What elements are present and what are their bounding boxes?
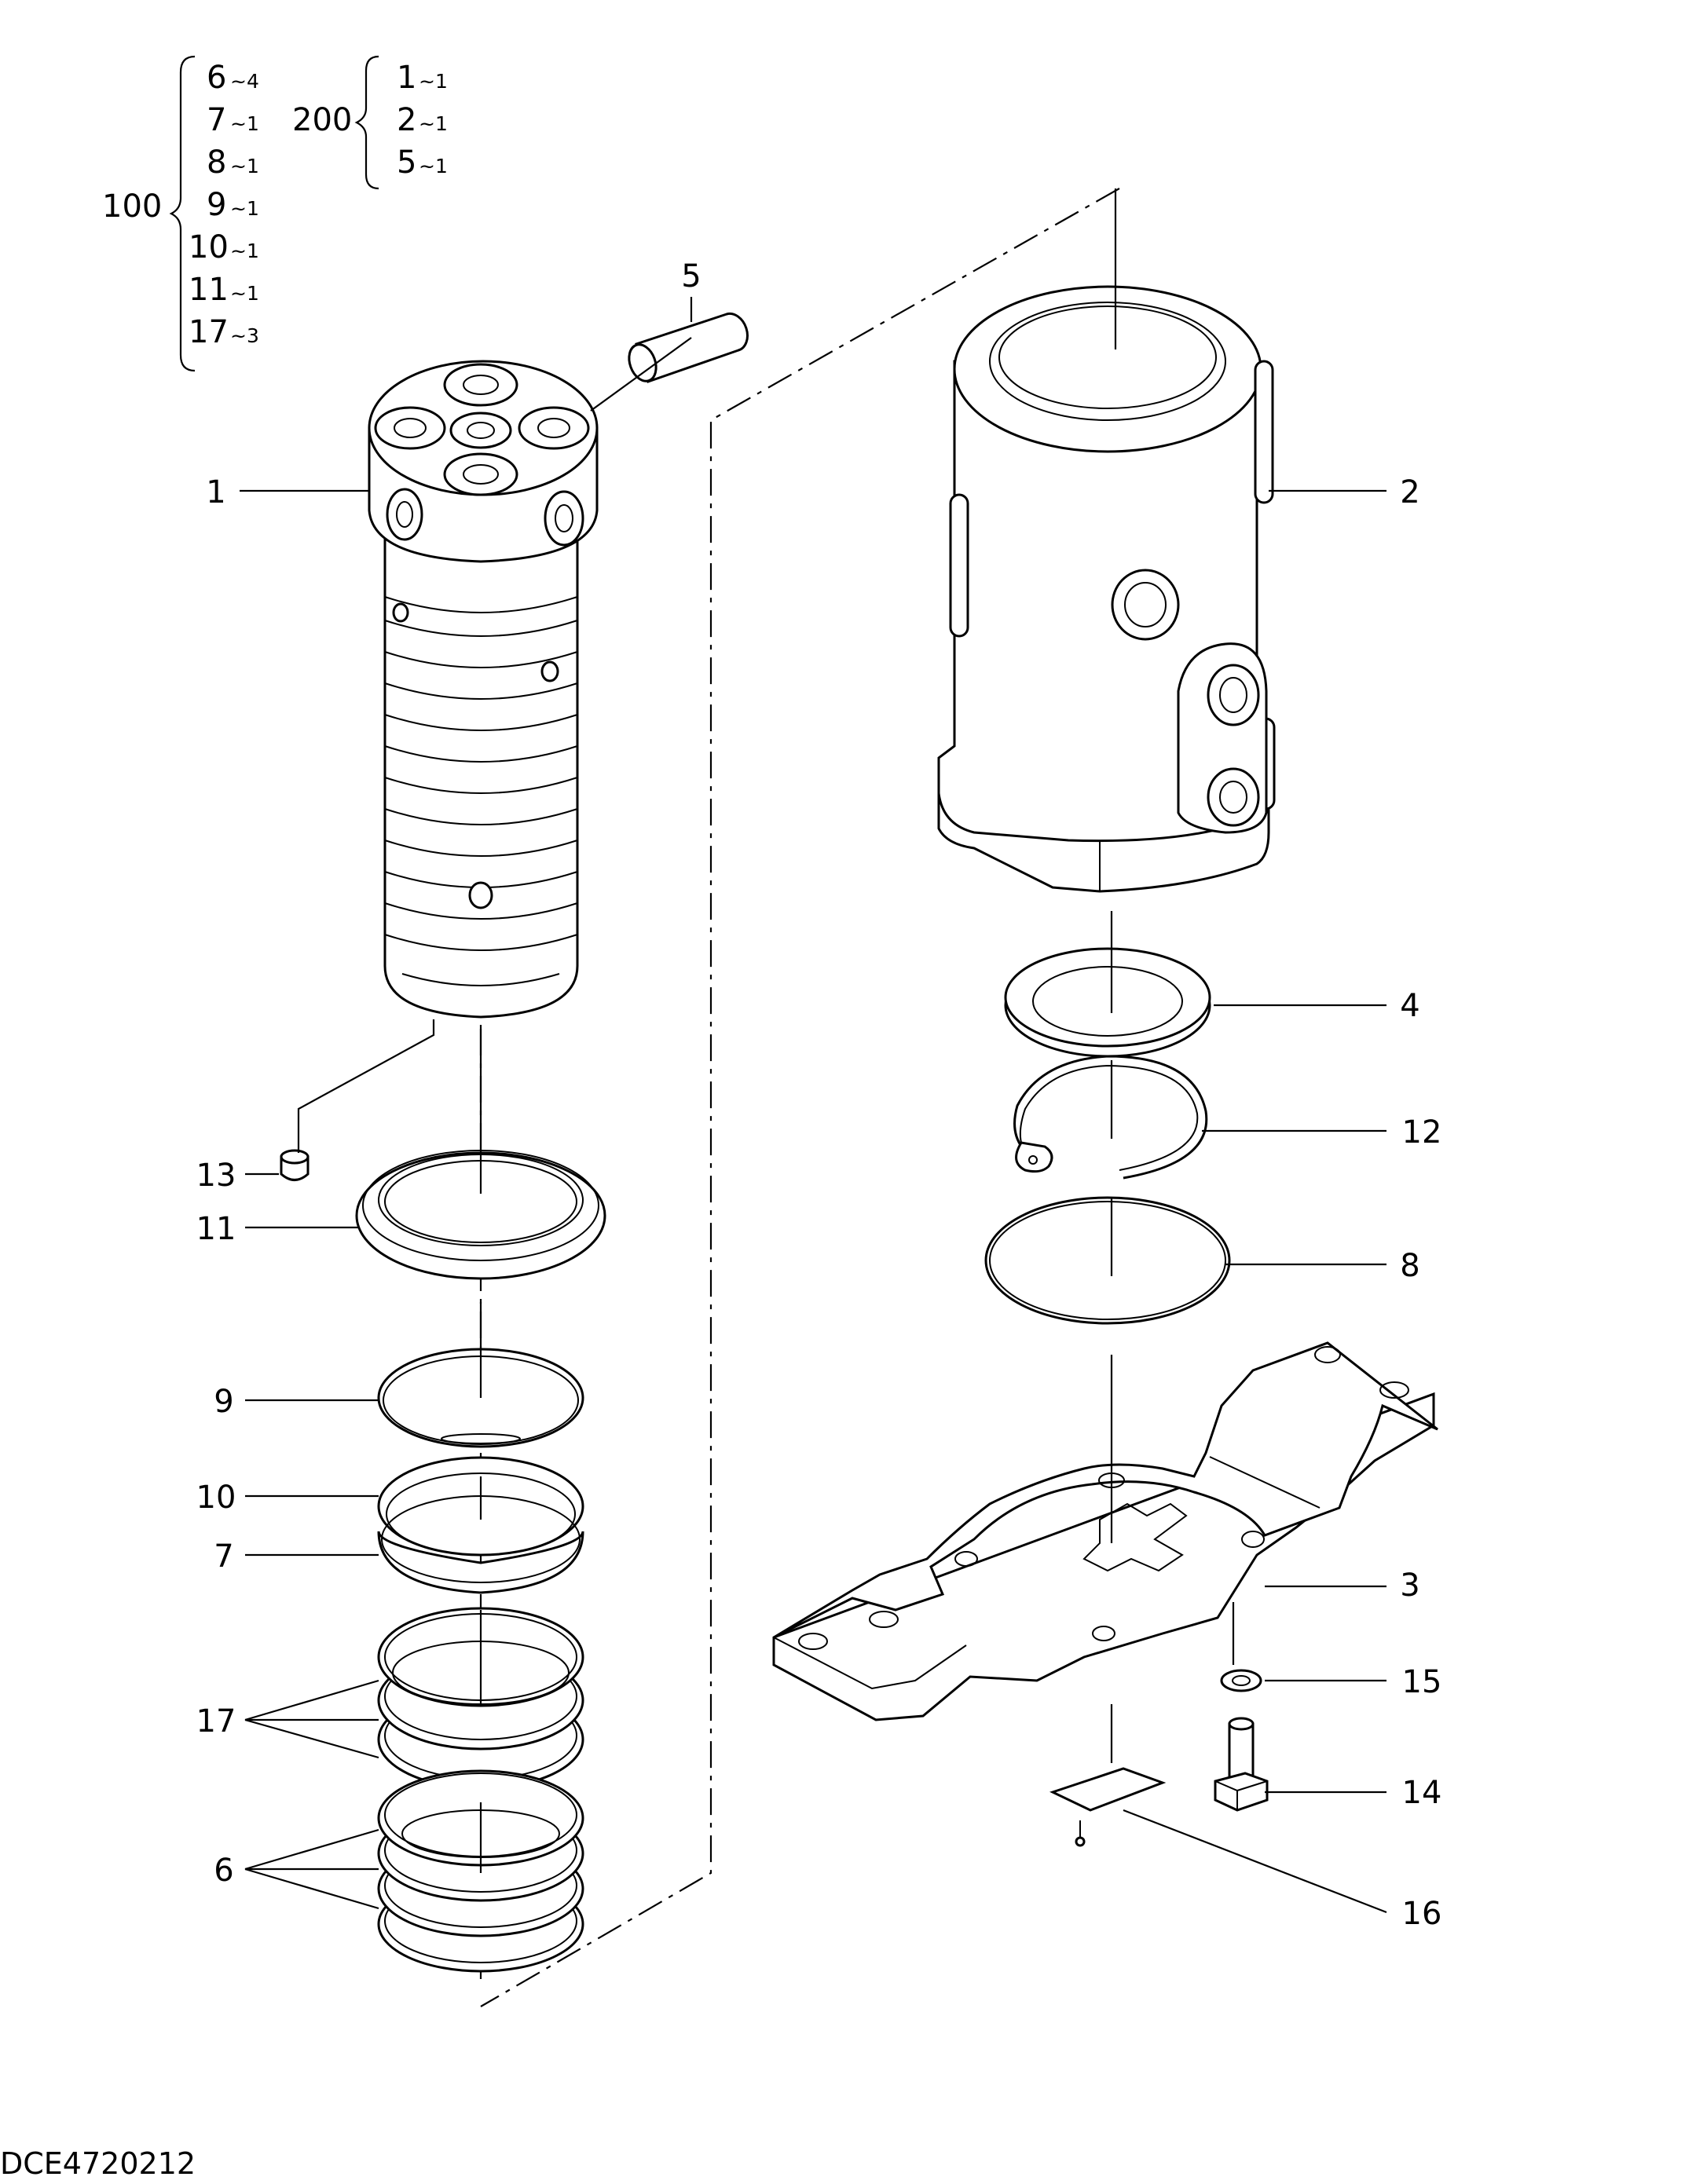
part-16-plate bbox=[1049, 1767, 1167, 1847]
kit-100-brace bbox=[169, 55, 196, 372]
kit-100-item-part: 10 bbox=[189, 229, 229, 265]
part-14-bolt bbox=[1214, 1717, 1269, 1812]
kit-100-item-qty: ~1 bbox=[230, 155, 259, 177]
part-12-snap-ring bbox=[1013, 1055, 1208, 1180]
callout-15: 15 bbox=[1402, 1664, 1442, 1700]
callout-9: 9 bbox=[214, 1384, 233, 1420]
kit-100-item-qty: ~1 bbox=[230, 197, 259, 220]
callout-8: 8 bbox=[1400, 1248, 1419, 1284]
part-8-oring bbox=[984, 1196, 1231, 1325]
callout-17: 17 bbox=[196, 1703, 236, 1740]
kit-100-item-qty: ~1 bbox=[230, 282, 259, 305]
part-5-pin bbox=[628, 312, 749, 383]
callout-5: 5 bbox=[681, 258, 701, 294]
callout-14: 14 bbox=[1402, 1775, 1442, 1811]
callout-10: 10 bbox=[196, 1480, 236, 1516]
kit-100-number: 100 bbox=[102, 188, 162, 225]
kit-100-item-part: 6 bbox=[207, 60, 226, 96]
plug-leader bbox=[297, 1019, 435, 1153]
part-2-body bbox=[937, 285, 1276, 893]
callout-7: 7 bbox=[214, 1538, 233, 1575]
part-13-plug bbox=[280, 1149, 310, 1181]
kit-100-item-qty: ~3 bbox=[230, 324, 259, 347]
kit-200-number: 200 bbox=[292, 102, 352, 138]
callout-1: 1 bbox=[206, 474, 225, 510]
assembly-centerline bbox=[480, 188, 1120, 2007]
kit-200-brace bbox=[354, 55, 379, 190]
callout-leaders bbox=[240, 297, 1387, 1914]
kit-100-item-part: 8 bbox=[207, 145, 226, 181]
callout-3: 3 bbox=[1400, 1568, 1419, 1604]
part-6-rings bbox=[377, 1769, 584, 1973]
kit-100-item-part: 17 bbox=[189, 314, 229, 350]
kit-100-item-part: 11 bbox=[189, 272, 229, 308]
callout-13: 13 bbox=[196, 1158, 236, 1194]
part-1-spindle bbox=[368, 360, 599, 1019]
kit-200-item-part: 5 bbox=[397, 145, 416, 181]
kit-200-item-part: 1 bbox=[397, 60, 416, 96]
kit-legend: 100 6 ~4 7 ~1 8 ~1 9 ~1 10 ~1 11 ~1 17 ~… bbox=[102, 55, 448, 372]
kit-100-item-qty: ~1 bbox=[230, 240, 259, 262]
callout-11: 11 bbox=[196, 1211, 236, 1247]
kit-100-item-part: 7 bbox=[207, 102, 226, 138]
callout-6: 6 bbox=[214, 1853, 233, 1889]
part-15-washer bbox=[1220, 1669, 1262, 1692]
drawing-code: DCE4720212 bbox=[0, 2146, 196, 2181]
callout-4: 4 bbox=[1400, 988, 1419, 1024]
part-3-stopper bbox=[772, 1341, 1438, 1721]
kit-200-item-qty: ~1 bbox=[419, 70, 448, 93]
kit-100-item-qty: ~4 bbox=[230, 70, 259, 93]
part-4-plate bbox=[1004, 947, 1211, 1058]
pin-axis bbox=[590, 337, 692, 412]
callout-12: 12 bbox=[1402, 1114, 1442, 1151]
kit-200-item-part: 2 bbox=[397, 102, 416, 138]
kit-200-item-qty: ~1 bbox=[419, 155, 448, 177]
kit-200-item-qty: ~1 bbox=[419, 112, 448, 135]
kit-100-item-part: 9 bbox=[207, 187, 226, 223]
kit-100-item-qty: ~1 bbox=[230, 112, 259, 135]
callout-2: 2 bbox=[1400, 474, 1419, 510]
callout-16: 16 bbox=[1402, 1896, 1442, 1932]
callout-labels: 1 2 3 4 5 6 7 8 9 10 11 12 13 14 15 16 1… bbox=[196, 258, 1442, 1932]
